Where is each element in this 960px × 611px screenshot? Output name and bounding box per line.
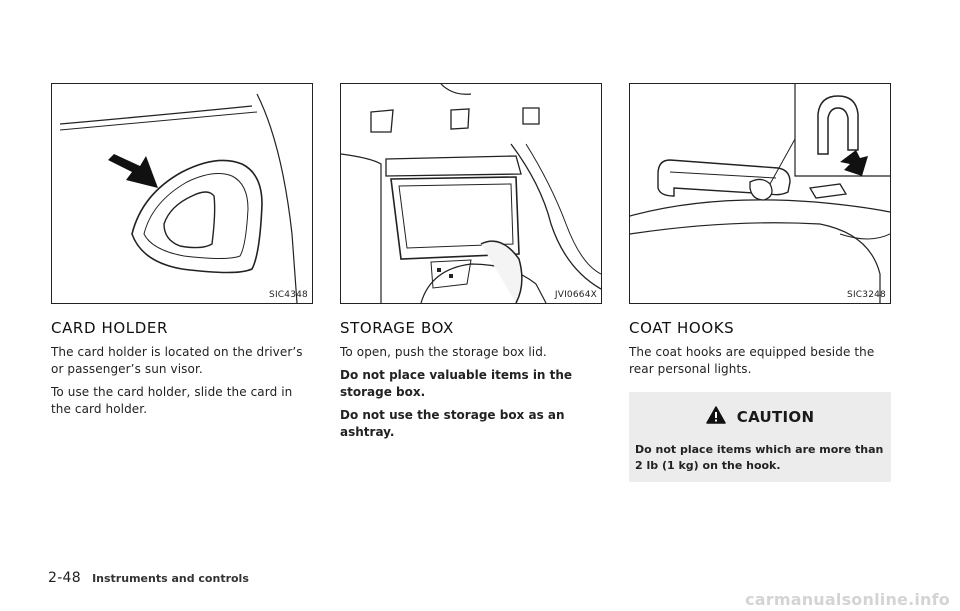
figure-coat-hooks: SIC3248 — [629, 83, 891, 304]
caution-box: CAUTION Do not place items which are mor… — [629, 392, 891, 482]
coat-hooks-illustration — [630, 84, 890, 303]
caution-header: CAUTION — [635, 406, 885, 426]
warning-paragraph: Do not place valuable items in the stora… — [340, 368, 573, 399]
figure-code: JVI0664X — [554, 290, 597, 300]
paragraph: The card holder is located on the driver… — [51, 345, 303, 376]
figure-storage-box: JVI0664X — [340, 83, 602, 304]
figure-code: SIC4348 — [269, 290, 308, 300]
section-title-card-holder: CARD HOLDER — [51, 319, 168, 337]
column-storage-box: JVI0664X STORAGE BOX To open, push the s… — [340, 83, 602, 447]
section-title-coat-hooks: COAT HOOKS — [629, 319, 735, 337]
warning-triangle-icon — [705, 406, 726, 428]
section-title-storage-box: STORAGE BOX — [340, 319, 454, 337]
paragraph: The coat hooks are equipped beside the r… — [629, 345, 875, 376]
section-name: Instruments and controls — [92, 572, 249, 585]
figure-card-holder: SIC4348 — [51, 83, 313, 304]
column-coat-hooks: SIC3248 COAT HOOKS The coat hooks are eq… — [629, 83, 891, 482]
page-footer: 2-48 Instruments and controls — [48, 567, 249, 586]
caution-title: CAUTION — [736, 408, 815, 426]
card-holder-illustration — [59, 93, 298, 303]
watermark-text: carmanualsonline.info — [745, 590, 950, 609]
figure-code: SIC3248 — [847, 290, 886, 300]
column-card-holder: SIC4348 CARD HOLDER The card holder is l… — [51, 83, 313, 424]
paragraph: To use the card holder, slide the card i… — [51, 385, 293, 416]
caution-text: Do not place items which are more than 2… — [635, 443, 884, 472]
page-number: 2-48 — [48, 570, 81, 586]
warning-paragraph: Do not use the storage box as an ashtray… — [340, 408, 565, 439]
storage-box-illustration — [341, 84, 601, 303]
paragraph: To open, push the storage box lid. — [340, 345, 547, 359]
